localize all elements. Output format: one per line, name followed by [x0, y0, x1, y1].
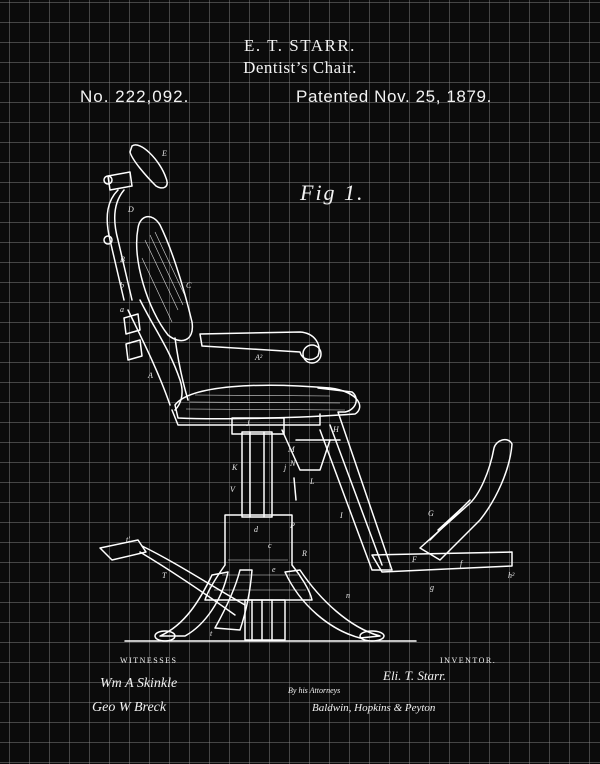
reference-letters: E D C B b a A A² J K V H M N j L I P R T…: [120, 149, 515, 638]
ref-letter-B: B: [120, 255, 125, 264]
seat-cushion: [174, 384, 361, 420]
ref-letter-n: n: [346, 591, 350, 600]
ref-letter-f: f: [460, 559, 464, 568]
column: [241, 431, 273, 518]
ref-letter-A2: A²: [254, 353, 263, 362]
headrest-clamp: [107, 171, 133, 191]
ref-letter-a: a: [120, 305, 124, 314]
pedestal-column: [244, 599, 286, 641]
headrest: [129, 144, 168, 189]
base-left-leg: [159, 571, 229, 637]
seat-frame: [171, 409, 321, 426]
witness-signature-2: Geo W Breck: [92, 700, 167, 715]
ref-letter-d: d: [254, 525, 259, 534]
attorney-signature: Baldwin, Hopkins & Peyton: [312, 702, 436, 714]
headrest-rod: [106, 189, 125, 301]
ref-letter-J: J: [246, 419, 250, 428]
leg-rest-frame: [317, 387, 393, 571]
invention-title: Dentist’s Chair.: [243, 58, 357, 77]
ref-letter-F: F: [411, 555, 417, 564]
ref-letter-E: E: [161, 149, 167, 158]
base-right-leg: [284, 569, 381, 639]
backrest: [136, 216, 194, 342]
inventor-signature: Eli. T. Starr.: [383, 668, 446, 683]
arm-support: [174, 337, 189, 401]
ref-letter-A: A: [147, 371, 153, 380]
witnesses-label: WITNESSES: [120, 656, 178, 665]
inventor-name: E. T. STARR.: [244, 36, 356, 55]
ref-letter-G: G: [428, 509, 434, 518]
ref-letter-L: L: [309, 477, 315, 486]
ref-letter-T: T: [162, 571, 167, 580]
ref-letter-R: R: [301, 549, 307, 558]
seat-mechanism: [281, 429, 331, 471]
footrest: [419, 438, 513, 561]
ref-letter-N: N: [289, 459, 296, 468]
figure-label: Fig 1.: [300, 180, 365, 205]
base-front-leg: [214, 569, 253, 631]
attorneys-label: By his Attorneys: [288, 686, 341, 695]
armrest: [199, 331, 320, 361]
pedal-lever: [139, 551, 236, 616]
foot-pedal: [99, 539, 147, 561]
ref-letter-c: c: [268, 541, 272, 550]
patent-number: No. 222,092.: [80, 87, 190, 106]
armrest-scroll: [302, 344, 322, 364]
ref-letter-M: M: [287, 445, 296, 454]
ref-letter-K: K: [231, 463, 238, 472]
ref-letter-e: e: [272, 565, 276, 574]
ref-letter-V: V: [230, 485, 236, 494]
left-claw: [154, 630, 176, 642]
pedestal: [204, 514, 313, 601]
inventor-label: INVENTOR.: [440, 656, 497, 665]
ref-letter-j: j: [283, 463, 287, 472]
ref-letter-t: t: [210, 629, 213, 638]
right-claw: [359, 630, 385, 642]
ref-letter-t-prime: t': [126, 535, 130, 544]
ref-letter-g: g: [430, 583, 434, 592]
ref-letter-D: D: [127, 205, 134, 214]
ref-letter-h2: h²: [508, 571, 515, 580]
back-frame: [139, 299, 183, 411]
ref-letter-I: I: [339, 511, 343, 520]
patent-date: Patented Nov. 25, 1879.: [296, 87, 492, 106]
ref-letter-b: b: [120, 281, 124, 290]
ref-letter-H: H: [332, 425, 340, 434]
footrest-bar: [371, 551, 513, 573]
ref-letter-C: C: [186, 281, 192, 290]
witness-signature-1: Wm A Skinkle: [100, 676, 178, 691]
ref-letter-P: P: [289, 521, 295, 530]
